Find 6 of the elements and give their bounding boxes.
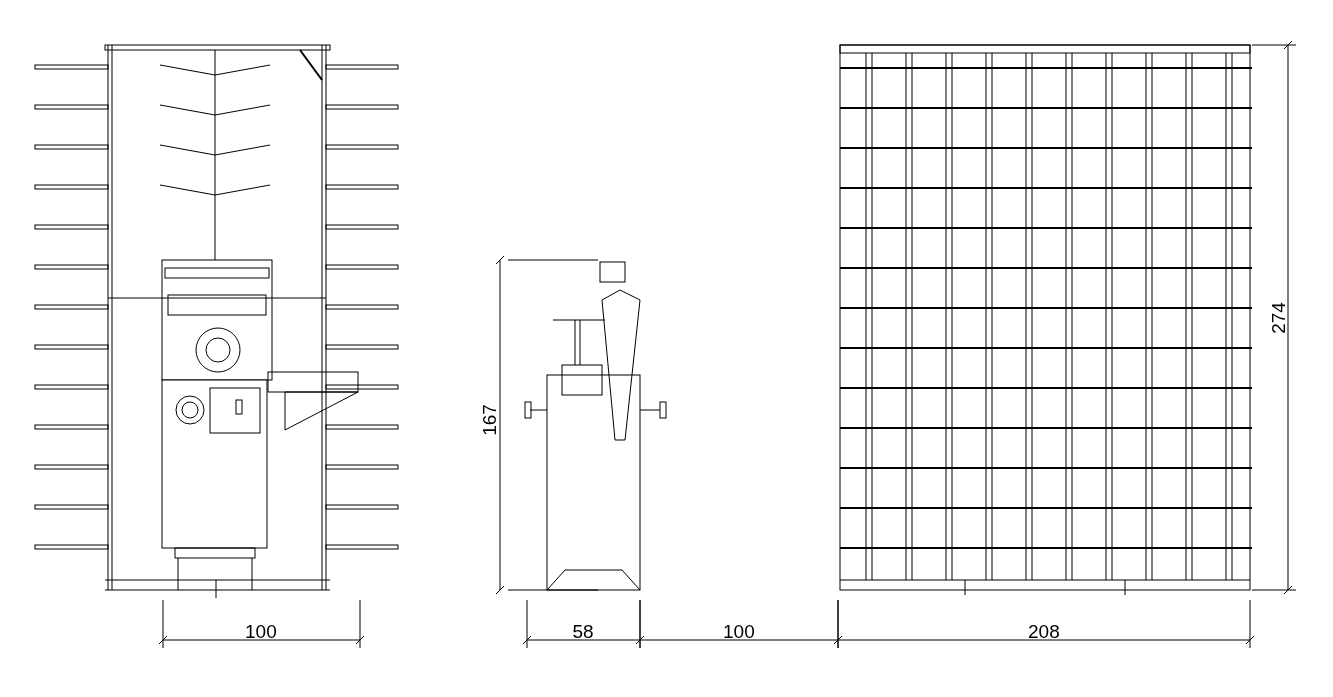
dimension-label: 167 xyxy=(479,404,500,436)
dimension-label: 208 xyxy=(1028,622,1060,642)
dimension-label: 100 xyxy=(723,622,755,642)
dimension-label: 274 xyxy=(1268,302,1289,334)
dimension-label: 100 xyxy=(245,622,277,642)
dimension-label: 58 xyxy=(572,622,594,642)
